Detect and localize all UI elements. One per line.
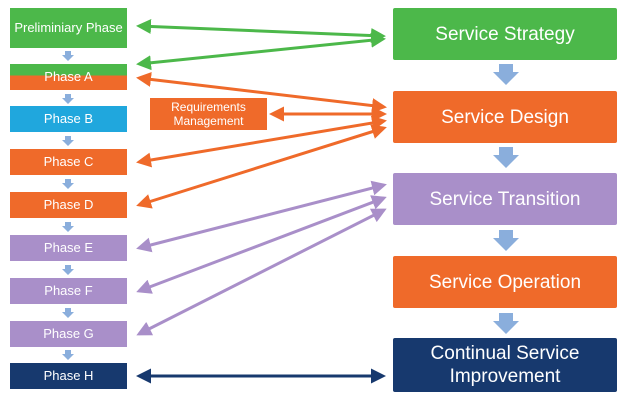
down-arrow-icon xyxy=(62,136,74,146)
arrow-phase-a-design xyxy=(136,71,387,114)
down-arrow-icon xyxy=(62,94,74,104)
service-improvement-label: Continual Service Improvement xyxy=(430,343,580,387)
service-operation: Service Operation xyxy=(393,256,617,308)
service-design-label: Service Design xyxy=(441,106,569,128)
phase-a-label: Phase A xyxy=(44,69,93,84)
down-arrow-icon xyxy=(62,265,74,275)
arrow-phase-f-transition xyxy=(136,195,387,294)
phase-g-label: Phase G xyxy=(43,326,94,341)
phase-h: Phase H xyxy=(10,363,127,389)
phase-d-label: Phase D xyxy=(43,197,94,212)
phase-b-label: Phase B xyxy=(43,111,94,126)
phase-e-label: Phase E xyxy=(43,240,94,255)
down-arrow-icon xyxy=(62,51,74,61)
arrow-phase-a-strategy xyxy=(136,32,386,71)
service-design: Service Design xyxy=(393,91,617,143)
down-arrow-icon xyxy=(493,313,519,334)
service-transition: Service Transition xyxy=(393,173,617,225)
phase-c: Phase C xyxy=(10,149,127,175)
phase-e: Phase E xyxy=(10,235,127,261)
phase-f: Phase F xyxy=(10,278,127,304)
phase-b: Phase B xyxy=(10,106,127,132)
phase-h-label: Phase H xyxy=(43,368,94,383)
down-arrow-icon xyxy=(62,179,74,189)
service-operation-label: Service Operation xyxy=(428,271,582,293)
service-strategy: Service Strategy xyxy=(393,8,617,60)
arrow-preliminary-strategy xyxy=(136,18,386,44)
down-arrow-icon xyxy=(62,350,74,360)
service-transition-label: Service Transition xyxy=(429,188,581,210)
phase-f-label: Phase F xyxy=(44,283,93,298)
arrow-phase-g-transition xyxy=(136,208,387,336)
down-arrow-icon xyxy=(493,147,519,168)
down-arrow-icon xyxy=(493,230,519,251)
service-improvement: Continual Service Improvement xyxy=(393,338,617,392)
phase-d: Phase D xyxy=(10,192,127,218)
phase-c-label: Phase C xyxy=(43,154,94,169)
down-arrow-icon xyxy=(62,222,74,232)
down-arrow-icon xyxy=(493,64,519,85)
phase-a: Phase A xyxy=(10,64,127,90)
phase-preliminary-label: Preliminiary Phase xyxy=(14,20,123,35)
service-strategy-label: Service Strategy xyxy=(435,23,575,45)
phase-preliminary: Preliminiary Phase xyxy=(10,8,127,48)
arrow-phase-c-design xyxy=(136,115,387,168)
down-arrow-icon xyxy=(62,308,74,318)
phase-g: Phase G xyxy=(10,321,127,347)
